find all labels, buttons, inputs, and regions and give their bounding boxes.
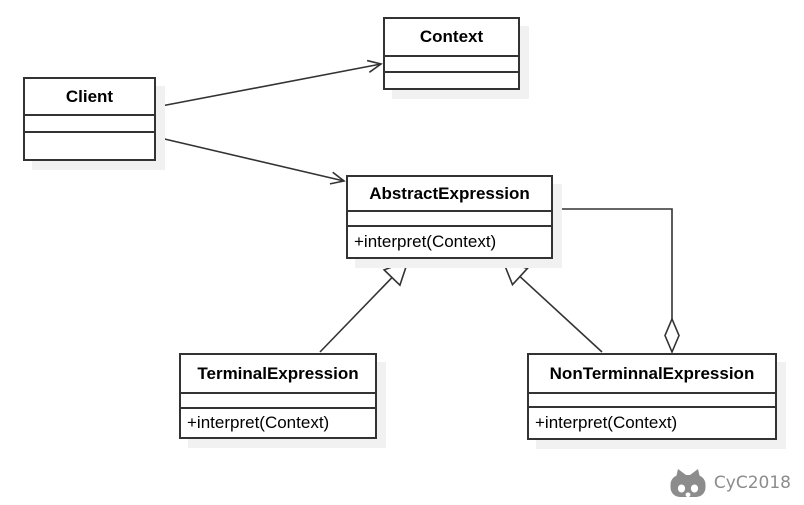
class-name: Client — [65, 86, 114, 106]
methods-section — [25, 131, 154, 159]
edge-nonterminalexpression-generalization — [501, 259, 603, 353]
class-name: Context — [419, 27, 484, 46]
attributes-section — [348, 210, 551, 225]
edge-terminalexpression-generalization — [319, 259, 410, 353]
method-label: +interpret(Context) — [529, 406, 775, 438]
methods-section — [385, 71, 518, 88]
watermark: CyC2018 — [669, 468, 791, 498]
edge-client-to-abstractexpression — [155, 136, 346, 185]
class-name: NonTerminnalExpression — [549, 363, 755, 383]
attributes-section — [25, 114, 154, 131]
attributes-section — [529, 392, 775, 406]
class-box-client: Client — [23, 77, 156, 161]
method-label: +interpret(Context) — [181, 407, 375, 437]
cat-logo-icon — [670, 469, 706, 497]
edge-client-to-context — [155, 59, 383, 108]
edge-abstractexpression-aggregation — [553, 208, 672, 352]
class-name: AbstractExpression — [369, 183, 530, 203]
class-box-terminal-expression: TerminalExpression +interpret(Context) — [179, 353, 377, 439]
class-box-abstract-expression: AbstractExpression +interpret(Context) — [346, 175, 553, 259]
class-box-context: Context — [383, 17, 520, 90]
method-label: +interpret(Context) — [348, 225, 551, 257]
class-name: TerminalExpression — [197, 363, 359, 383]
watermark-label: CyC2018 — [713, 473, 791, 493]
class-box-nonterminal-expression: NonTerminnalExpression +interpret(Contex… — [527, 353, 777, 440]
attributes-section — [181, 392, 375, 407]
attributes-section — [385, 55, 518, 71]
